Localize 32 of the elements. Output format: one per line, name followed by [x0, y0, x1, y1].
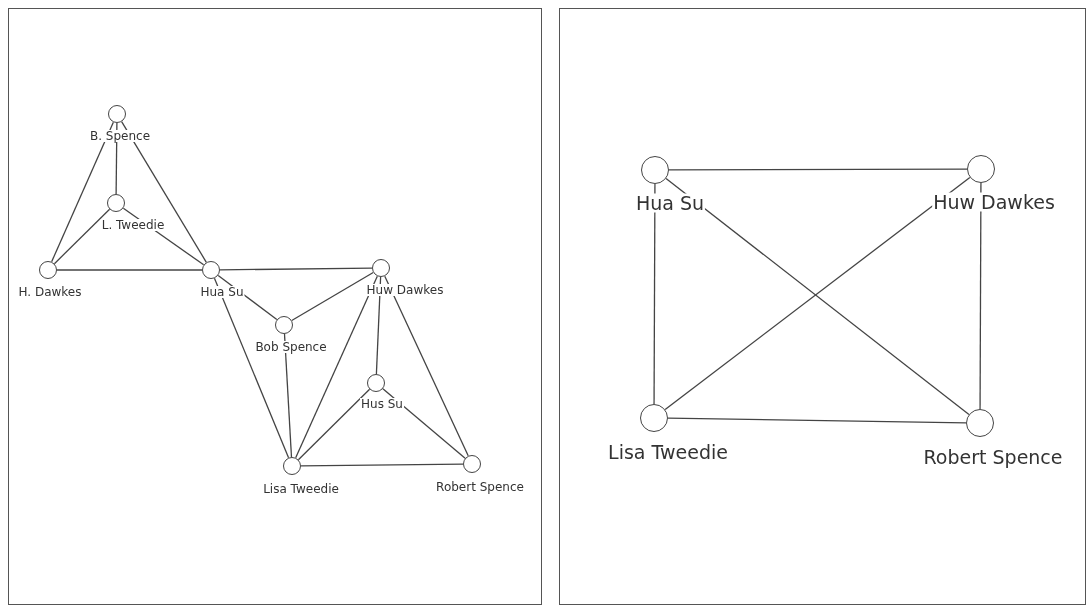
connector-line	[295, 275, 378, 459]
connector-line	[979, 182, 982, 410]
node-label: Lisa Tweedie	[262, 483, 340, 495]
connector-line	[283, 333, 293, 458]
connector-line	[382, 388, 466, 459]
connector-line	[297, 388, 371, 461]
node-label: L. Tweedie	[100, 219, 166, 231]
connector-line	[300, 463, 464, 467]
connector-line	[291, 271, 374, 322]
connector-line	[53, 208, 111, 265]
node-label: B. Spence	[88, 130, 152, 142]
connector-line	[115, 122, 118, 195]
connector-line	[667, 417, 967, 424]
node-label: Huw Dawkes	[932, 192, 1056, 212]
connector-line	[653, 183, 656, 405]
node-label: Lisa Tweedie	[607, 442, 729, 462]
node-label: Bob Spence	[254, 341, 328, 353]
connector-line	[51, 121, 114, 263]
node-label: Hus Su	[360, 398, 404, 410]
node-label: Hua Su	[634, 193, 706, 213]
connector-line	[375, 276, 382, 375]
node-label: Robert Spence	[435, 481, 525, 493]
connector-line	[668, 168, 968, 171]
node-label: Robert Spence	[922, 447, 1064, 467]
node-label: H. Dawkes	[17, 286, 83, 298]
connector-line	[219, 267, 373, 271]
node-label: Huw Dawkes	[365, 284, 445, 296]
node-label: Hua Su	[199, 286, 245, 298]
connector-line	[121, 121, 207, 263]
connector-line	[384, 275, 469, 457]
connector-line	[213, 277, 290, 459]
connector-line	[56, 269, 203, 271]
